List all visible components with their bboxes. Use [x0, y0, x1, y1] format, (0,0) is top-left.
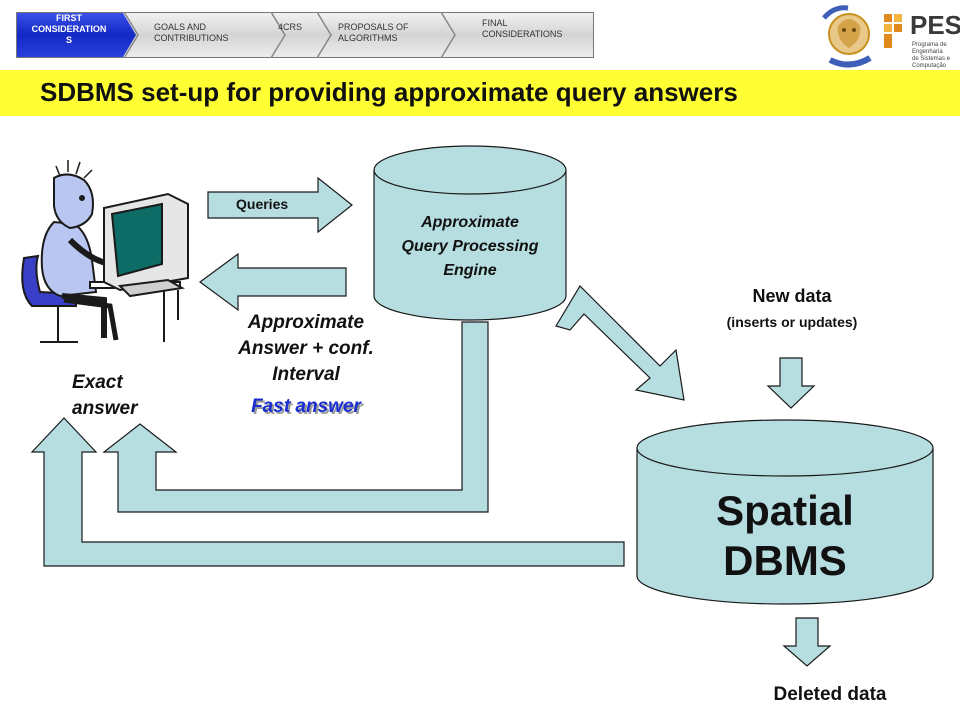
fast-answer-path-arrow-icon — [102, 321, 489, 513]
nav-item-final-considerations[interactable]: FINAL CONSIDERATIONS — [482, 18, 563, 39]
approx-answer-line-2: Answer + conf. — [238, 338, 374, 359]
nav-background — [16, 12, 594, 58]
engine-label: Approximate Query Processing Engine — [372, 211, 568, 283]
pesc-logo: PESC Programa de Engenharia de Sistemas … — [882, 10, 960, 69]
new-data-arrow-icon — [766, 357, 816, 409]
pesc-mark-icon — [884, 14, 902, 48]
nav-item-first-considerations[interactable]: FIRST CONSIDERATION S — [31, 13, 107, 45]
approx-answer-line-1: Approximate — [247, 312, 365, 333]
user-at-computer-icon — [21, 160, 189, 343]
queries-arrow-icon — [207, 176, 353, 234]
approx-answer-label: Approximate Answer + conf. Interval — [206, 310, 406, 388]
exact-answer-line-2: answer — [72, 398, 138, 419]
exact-answer-label: Exact answer — [72, 370, 137, 422]
engine-label-line-1: Approximate — [421, 214, 519, 231]
exact-answer-path-arrow-icon — [30, 417, 625, 567]
new-data-label: New data — [752, 286, 832, 306]
nav-item-4crs[interactable]: 4CRS — [278, 22, 303, 32]
new-data-sublabel: (inserts or updates) — [726, 314, 858, 330]
query-engine-cylinder-icon — [373, 145, 567, 321]
exact-answer-line-1: Exact — [72, 372, 123, 393]
nav-active-highlight — [17, 13, 136, 57]
approx-answer-arrow-icon — [198, 252, 347, 312]
pesc-subtitle: Programa de Engenharia de Sistemas e Com… — [912, 42, 951, 69]
spatial-dbms-line-2: DBMS — [723, 537, 847, 584]
spatial-dbms-line-1: Spatial — [716, 487, 854, 534]
deleted-data-label: Deleted data — [773, 684, 887, 705]
engine-dbms-double-arrow-icon — [555, 285, 685, 401]
section-navigation: FIRST CONSIDERATION S GOALS AND CONTRIBU… — [16, 12, 594, 58]
spatial-dbms-cylinder-icon — [636, 419, 934, 605]
engine-label-line-3: Engine — [443, 262, 497, 279]
spatial-dbms-label: Spatial DBMS — [637, 486, 933, 586]
title-banner — [0, 70, 960, 116]
ufrj-coppe-logo — [822, 5, 872, 68]
deleted-data-arrow-icon — [782, 617, 832, 667]
fast-answer-label: Fast answer — [251, 396, 361, 417]
slide-title: SDBMS set-up for providing approximate q… — [40, 77, 738, 107]
nav-item-proposals-of-algorithms[interactable]: PROPOSALS OF ALGORITHMS — [338, 22, 409, 43]
approx-answer-line-3: Interval — [272, 364, 340, 385]
pesc-title: PESC — [910, 10, 960, 40]
queries-label: Queries — [236, 196, 289, 212]
nav-item-goals-and-contributions[interactable]: GOALS AND CONTRIBUTIONS — [154, 22, 229, 43]
engine-label-line-2: Query Processing — [401, 238, 539, 255]
